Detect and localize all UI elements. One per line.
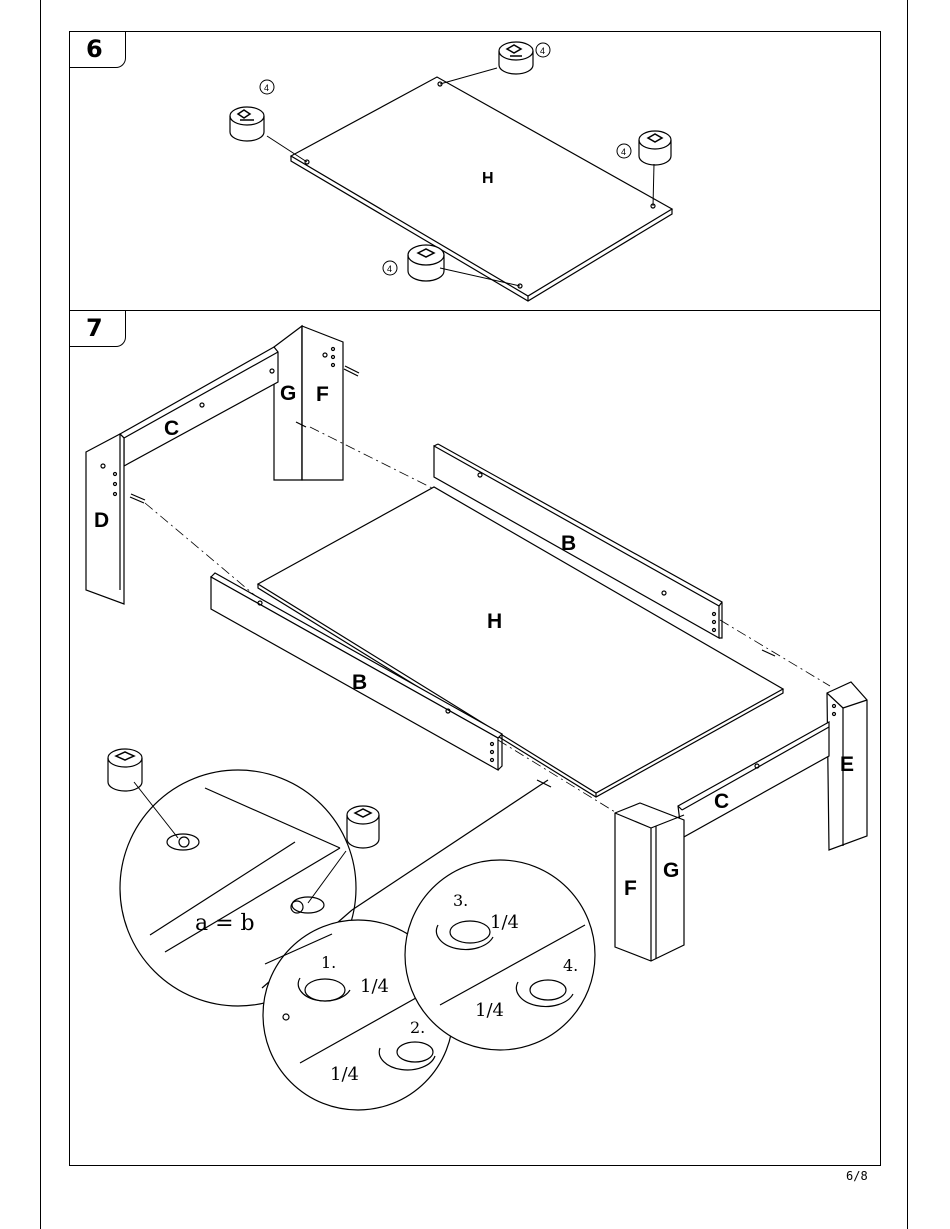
label-panel-h: H xyxy=(487,610,502,633)
detail-zoom-turn-3-4 xyxy=(405,860,595,1050)
label-rail-c-front: C xyxy=(714,790,729,813)
callout-qty: 4 xyxy=(264,83,269,93)
label-panel-h-step6: H xyxy=(482,170,494,187)
dowel-icon xyxy=(762,650,775,656)
cam-lock-icon xyxy=(639,131,671,165)
cam-lock-icon xyxy=(408,245,444,281)
label-leg-g-back: G xyxy=(280,382,296,405)
label-rail-b-front: B xyxy=(352,671,367,694)
label-rail-b-back: B xyxy=(561,532,576,555)
turn-step-4: 4. xyxy=(563,956,578,975)
label-leg-g-front: G xyxy=(663,859,679,882)
page-number: 6/8 xyxy=(846,1169,868,1183)
turn-quarter-1: 1/4 xyxy=(360,976,389,997)
turn-step-3: 3. xyxy=(453,891,468,910)
callout-qty: 4 xyxy=(540,46,545,56)
label-rail-c-back: C xyxy=(164,417,179,440)
equation-a-equals-b: a = b xyxy=(195,911,255,936)
label-leg-f-back: F xyxy=(316,383,329,406)
cam-lock-icon xyxy=(108,749,142,791)
step6-panel-h xyxy=(291,77,672,301)
cam-lock-icon xyxy=(347,806,379,848)
label-leg-d: D xyxy=(94,509,109,532)
callout-qty: 4 xyxy=(621,147,626,157)
turn-step-1: 1. xyxy=(321,953,336,972)
dowel-icon xyxy=(344,366,359,376)
cam-lock-icon xyxy=(230,107,264,141)
turn-quarter-4: 1/4 xyxy=(475,1000,504,1021)
dowel-icon xyxy=(130,494,145,503)
turn-quarter-2: 1/4 xyxy=(330,1064,359,1085)
rail-c-back xyxy=(120,347,278,466)
label-leg-e: E xyxy=(840,753,854,776)
turn-quarter-3: 1/4 xyxy=(490,912,519,933)
callout-qty: 4 xyxy=(387,264,392,274)
cam-lock-icon xyxy=(499,42,533,74)
label-leg-f-front: F xyxy=(624,877,637,900)
turn-step-2: 2. xyxy=(410,1018,425,1037)
